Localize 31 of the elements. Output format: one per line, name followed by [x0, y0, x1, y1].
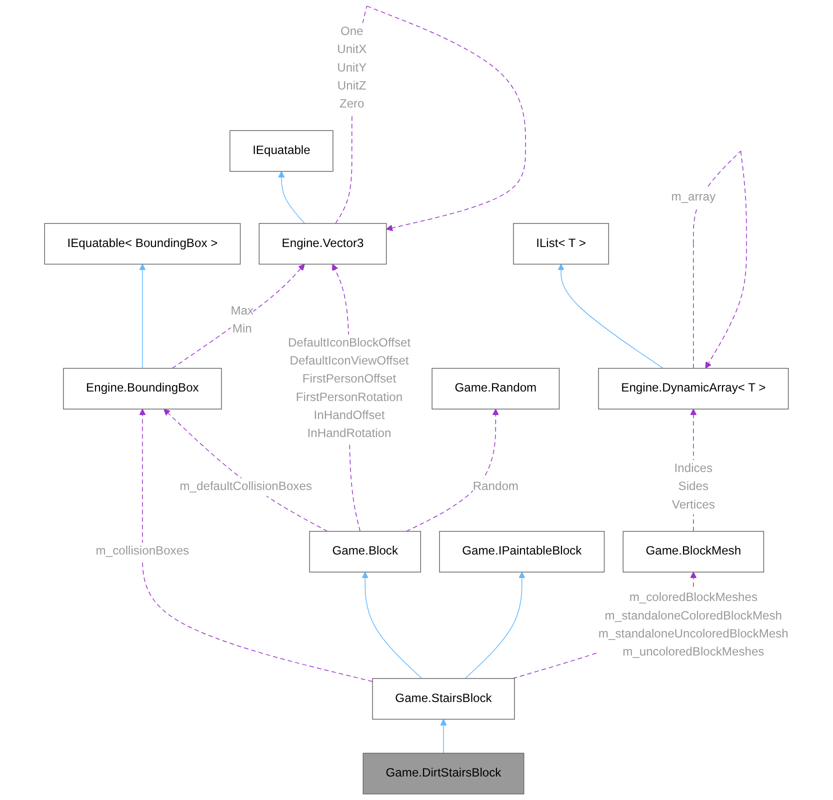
arrow [406, 408, 499, 532]
arrow [464, 572, 526, 679]
edge-label: One UnitX UnitY UnitZ Zero [337, 25, 367, 111]
edge-label: DefaultIconBlockOffset DefaultIconViewOffset FirstPersonOffset FirstPersonRotation InHandOffset InHandRotation [288, 336, 411, 440]
edge-label: Max Min [230, 304, 254, 336]
arrow [558, 264, 664, 369]
node-box: IList< T > [513, 223, 609, 265]
arrow [164, 408, 328, 532]
edge-label: m_coloredBlockMeshes m_standaloneColoredBlockMesh m_standaloneUncoloredBlockMesh m_uncoloredBlockMeshes [598, 591, 788, 658]
node-box: Engine.Vector3 [258, 223, 387, 265]
edge-label: m_collisionBoxes [96, 544, 190, 558]
node-box: Engine.BoundingBox [63, 368, 222, 410]
arrow [139, 408, 373, 682]
arrow [139, 264, 146, 369]
edge-label: m_defaultCollisionBoxes [180, 480, 312, 494]
arrow [172, 264, 305, 369]
arrow [278, 171, 305, 224]
edge-label: Indices Sides Vertices [672, 462, 715, 512]
arrow [362, 572, 422, 679]
node-box: Game.StairsBlock [372, 678, 515, 720]
edge-label: Random [472, 480, 518, 494]
node-box: Game.Block [309, 530, 422, 572]
node-box: Engine.DynamicArray< T > [598, 368, 789, 410]
edge-label: m_array [671, 190, 716, 204]
node-box: Game.BlockMesh [622, 530, 764, 572]
node-box: IEquatable< BoundingBox > [44, 223, 241, 265]
node-box: Game.DirtStairsBlock [362, 752, 524, 794]
node-box: Game.IPaintableBlock [439, 530, 605, 572]
node-box: IEquatable [230, 130, 334, 172]
node-box: Game.Random [432, 368, 560, 410]
arrow [440, 718, 447, 754]
